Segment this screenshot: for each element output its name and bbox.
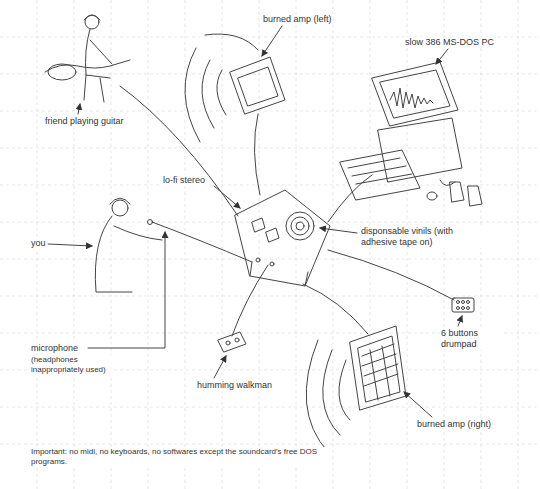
drumpad (452, 298, 474, 312)
pc (340, 62, 482, 206)
you-label: you (30, 238, 47, 249)
guitar-player (45, 15, 130, 102)
walkman (218, 332, 246, 352)
wires (120, 86, 454, 336)
amp-label: burned amp (left) (262, 14, 333, 25)
vinils-label: disponsable vinils (with adhesive tape o… (360, 226, 492, 248)
note: Important: no midi, no keyboards, no sof… (30, 447, 332, 467)
amp-right (306, 326, 406, 452)
guitar-label: friend playing guitar (44, 116, 125, 127)
amp-left (185, 34, 285, 142)
person-you (95, 198, 162, 292)
walkman-label: humming walkman (196, 380, 273, 391)
pc-label: slow 386 MS-DOS PC (404, 37, 495, 48)
drumpad-label: 6 buttons drumpad (440, 328, 502, 350)
amp-label: burned amp (right) (416, 419, 492, 430)
microphone-label: microphone (30, 343, 79, 354)
headphones-note: (headphones inappropriately used) (30, 355, 112, 375)
stereo-label: lo-fi stereo (162, 175, 206, 186)
stereo (235, 190, 330, 286)
